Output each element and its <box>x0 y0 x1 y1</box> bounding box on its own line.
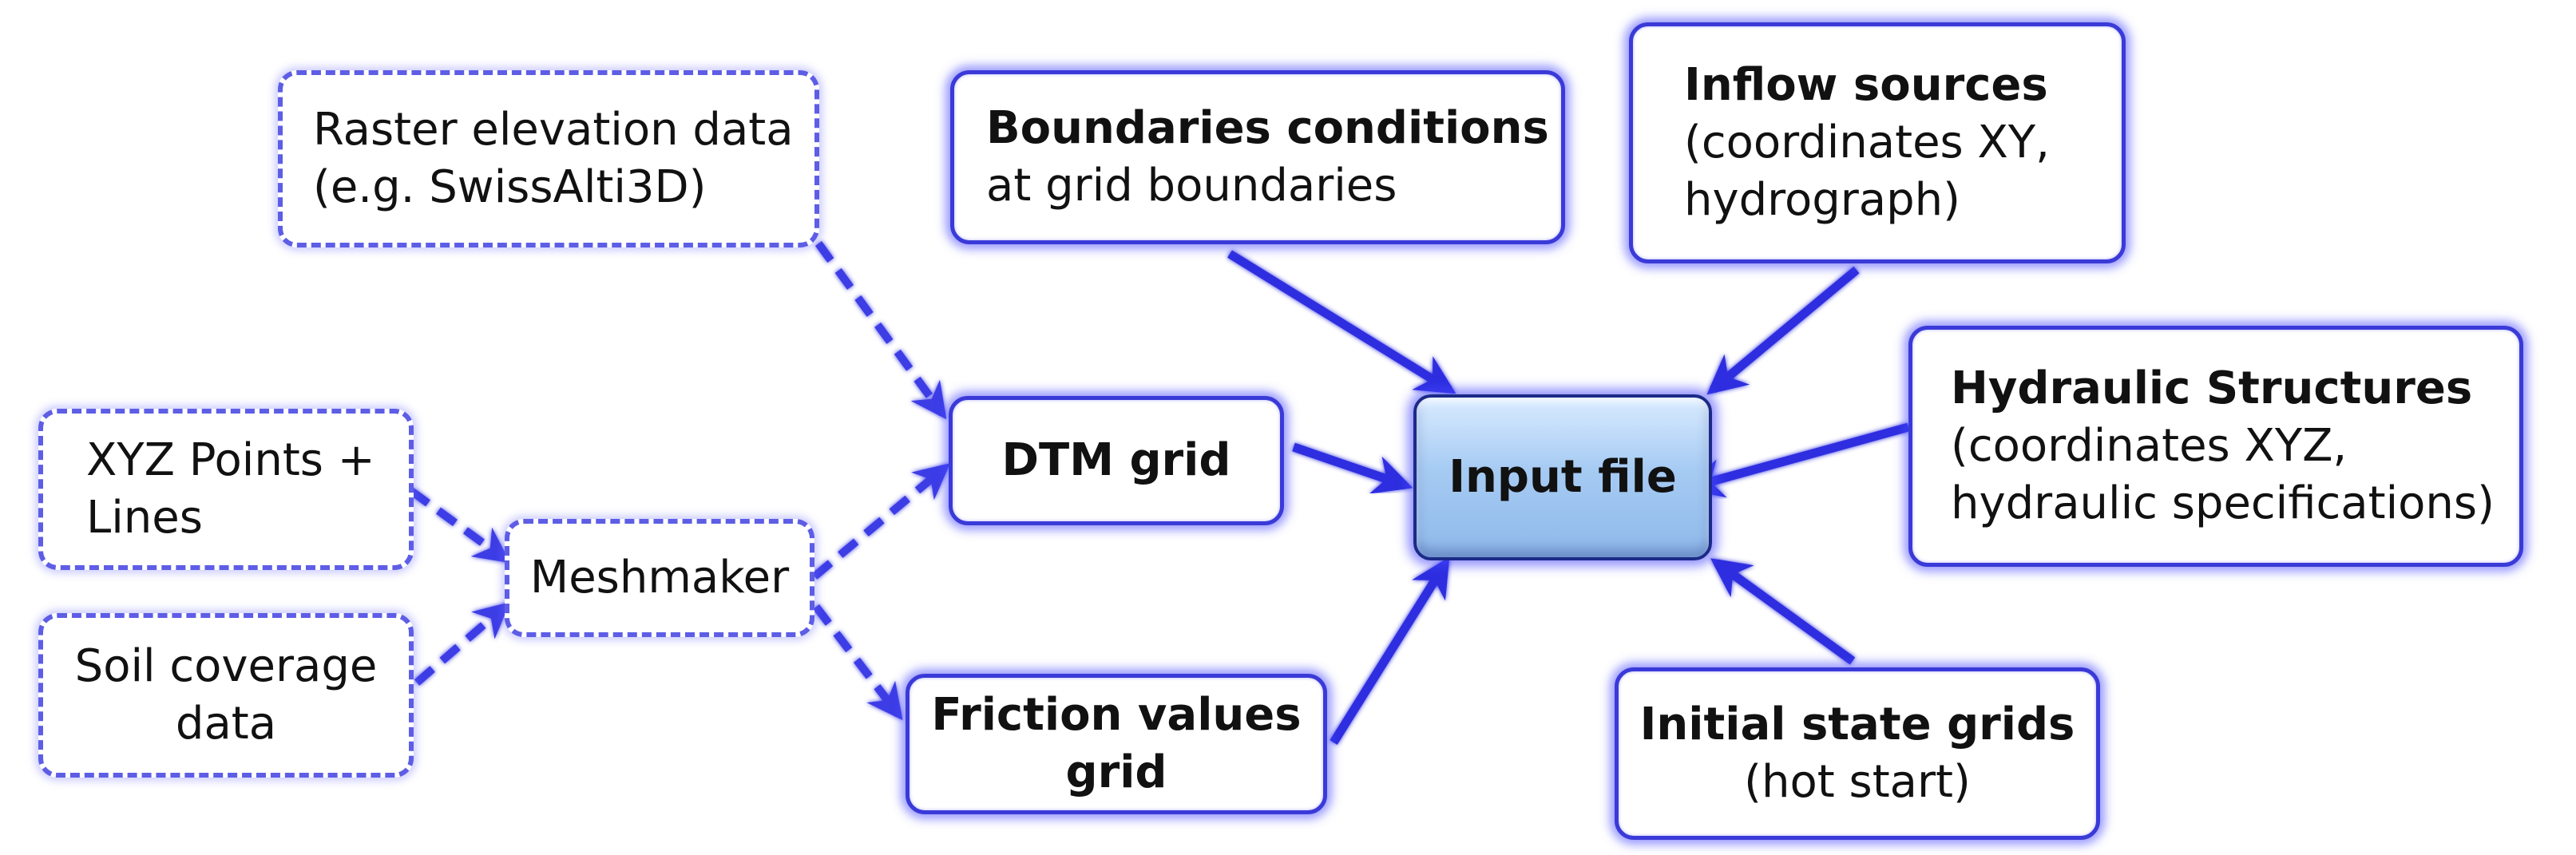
input-file-label: Input file <box>1449 451 1677 503</box>
raster-line-2: (e.g. SwissAlti3D) <box>313 161 707 213</box>
xyz-line-2: Lines <box>86 492 203 544</box>
hydraulic-subtitle-2: hydraulic specifications) <box>1951 477 2495 529</box>
arrow-soil-to-meshmaker <box>414 602 510 686</box>
xyz-points-node: XYZ Points + Lines <box>38 409 414 570</box>
meshmaker-node: Meshmaker <box>505 519 814 637</box>
arrow-hydraulic-to-input <box>1683 422 1910 498</box>
boundaries-subtitle: at grid boundaries <box>986 160 1397 212</box>
inflow-title: Inflow sources <box>1684 59 2048 111</box>
inflow-sources-node: Inflow sources (coordinates XY, hydrogra… <box>1629 22 2126 263</box>
meshmaker-label: Meshmaker <box>529 552 790 604</box>
soil-line-1: Soil coverage <box>74 640 378 692</box>
friction-line-2: grid <box>1065 746 1167 798</box>
arrow-boundaries-to-input <box>1227 250 1456 394</box>
raster-elevation-node: Raster elevation data (e.g. SwissAlti3D) <box>278 70 819 247</box>
arrow-dtm-to-input <box>1292 442 1413 494</box>
arrow-meshmaker-to-dtm <box>811 463 950 580</box>
boundaries-title: Boundaries conditions <box>986 102 1549 154</box>
arrow-raster-to-dtm <box>814 241 947 420</box>
inflow-subtitle-1: (coordinates XY, <box>1684 117 2050 168</box>
hydraulic-structures-node: Hydraulic Structures (coordinates XYZ, h… <box>1908 326 2523 567</box>
initial-title: Initial state grids <box>1639 699 2075 750</box>
arrow-initial-to-input <box>1710 558 1856 665</box>
inflow-subtitle-2: hydrograph) <box>1684 174 1961 226</box>
input-file-node: Input file <box>1413 394 1712 560</box>
raster-line-1: Raster elevation data <box>313 104 794 156</box>
dtm-label: DTM grid <box>1001 434 1231 486</box>
friction-line-1: Friction values <box>931 689 1302 741</box>
hydraulic-subtitle-1: (coordinates XYZ, <box>1951 420 2348 472</box>
friction-grid-node: Friction values grid <box>906 674 1327 814</box>
hydraulic-title: Hydraulic Structures <box>1951 362 2473 414</box>
arrow-inflow-to-input <box>1706 266 1860 395</box>
arrow-xyz-to-meshmaker <box>409 487 511 564</box>
dtm-grid-node: DTM grid <box>949 396 1284 525</box>
arrow-friction-to-input <box>1330 556 1450 745</box>
soil-line-2: data <box>175 698 277 750</box>
arrow-meshmaker-to-friction <box>813 604 903 721</box>
soil-coverage-node: Soil coverage data <box>38 613 414 778</box>
boundaries-conditions-node: Boundaries conditions at grid boundaries <box>950 70 1565 244</box>
initial-subtitle: (hot start) <box>1744 756 1971 808</box>
initial-state-node: Initial state grids (hot start) <box>1615 667 2100 840</box>
xyz-line-1: XYZ Points + <box>86 434 375 486</box>
